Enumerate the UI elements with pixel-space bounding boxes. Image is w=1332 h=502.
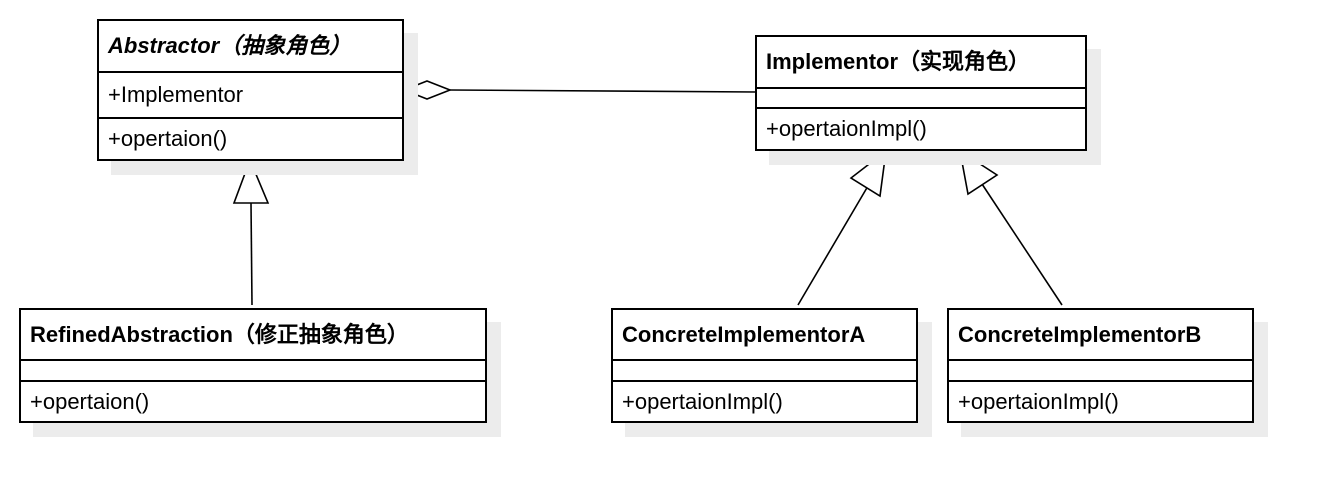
class-operation: +opertaionImpl()	[949, 380, 1252, 421]
generalization-concrete-b-to-implementor	[958, 149, 1063, 306]
class-abstractor[interactable]: Abstractor（抽象角色） +Implementor +opertaion…	[97, 19, 404, 161]
class-refined-abstraction[interactable]: RefinedAbstraction（修正抽象角色） +opertaion()	[19, 308, 487, 423]
class-operation: +opertaion()	[21, 380, 485, 421]
class-name: ConcreteImplementorB	[958, 321, 1202, 347]
class-name: ConcreteImplementorA	[622, 321, 866, 347]
generalization-concrete-a-to-implementor	[797, 149, 888, 306]
class-concrete-implementor-b[interactable]: ConcreteImplementorB +opertaionImpl()	[947, 308, 1254, 423]
class-attributes-empty	[613, 359, 916, 380]
class-attributes-empty	[757, 87, 1085, 107]
generalization-arrowhead	[232, 157, 270, 204]
generalization-refined-to-abstractor	[232, 157, 270, 306]
aggregation-diamond	[401, 80, 453, 100]
generalization-line	[797, 185, 869, 306]
class-name: Abstractor（抽象角色）	[108, 33, 352, 58]
generalization-line	[981, 183, 1063, 306]
class-operation: +opertaionImpl()	[757, 107, 1085, 149]
class-attributes-empty	[949, 359, 1252, 380]
class-operation: +opertaionImpl()	[613, 380, 916, 421]
class-operation: +opertaion()	[99, 117, 402, 159]
class-implementor[interactable]: Implementor（实现角色） +opertaionImpl()	[755, 35, 1087, 151]
aggregation-abstractor-implementor	[401, 80, 757, 100]
class-attributes-empty	[21, 359, 485, 380]
class-name: RefinedAbstraction（修正抽象角色）	[30, 321, 409, 347]
class-name: Implementor（实现角色）	[766, 49, 1031, 74]
class-concrete-implementor-a[interactable]: ConcreteImplementorA +opertaionImpl()	[611, 308, 918, 423]
generalization-arrowhead	[849, 149, 888, 198]
aggregation-line	[449, 89, 757, 93]
class-attribute: +Implementor	[99, 71, 402, 117]
generalization-arrowhead	[958, 149, 999, 196]
generalization-line	[250, 202, 253, 306]
